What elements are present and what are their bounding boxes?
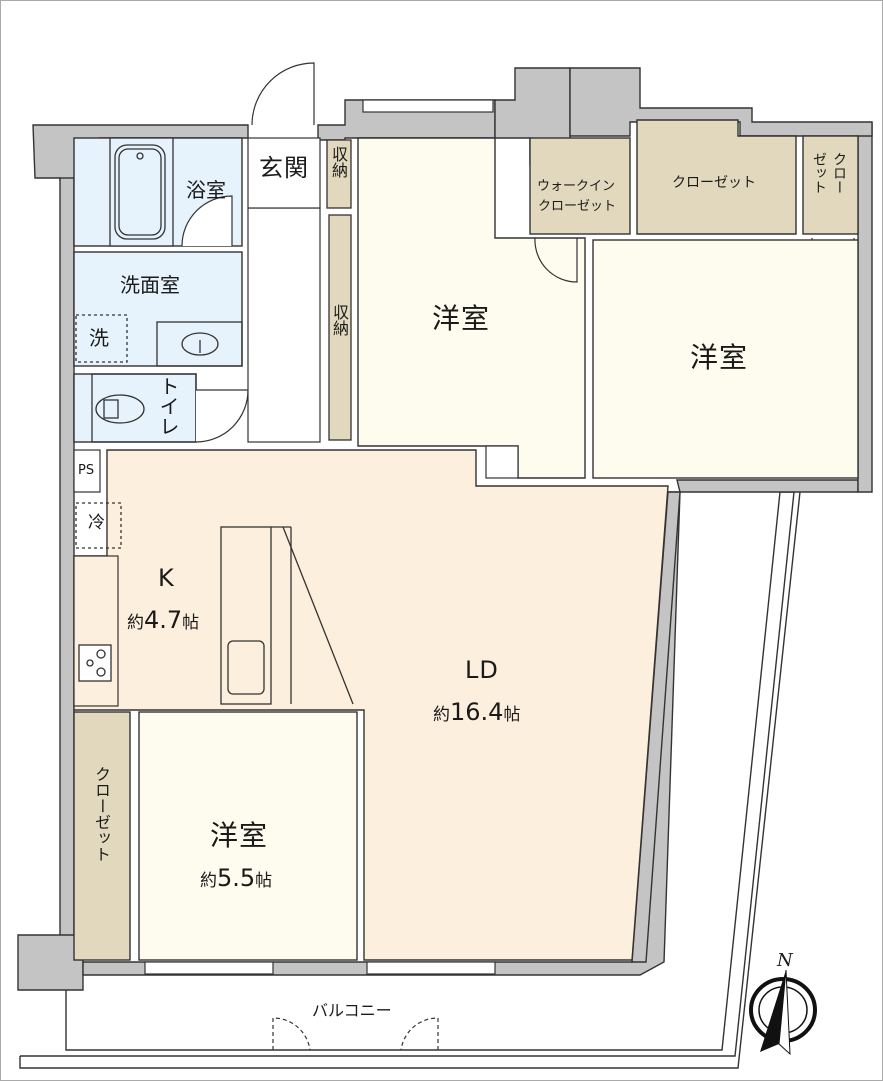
front-door [251, 62, 315, 126]
wic-label-1: ウォークイン [537, 179, 616, 194]
washer-space [75, 314, 128, 363]
ld-label: LD [465, 656, 499, 684]
toilet-door [195, 389, 249, 443]
windows [144, 99, 496, 975]
storage-hall-label: 収納 [330, 304, 349, 336]
kitchen-counter [220, 526, 354, 705]
storage-entrance-label: 収納 [329, 146, 348, 178]
closet-sw-floor [73, 711, 131, 961]
ld-area: 約16.4帖 [433, 698, 521, 726]
hallway [247, 207, 321, 443]
compass-icon [749, 969, 817, 1056]
sink-icon [156, 321, 243, 367]
bedroom-nw-label: 洋室 [432, 302, 491, 335]
exterior-walls [17, 67, 873, 991]
stove-icon [78, 644, 112, 682]
entrance-label: 玄関 [259, 154, 309, 182]
closet-ne-label-2: ゼット [811, 152, 827, 194]
wic-label-2: クローゼット [538, 199, 617, 214]
kitchen-label: K [158, 564, 175, 592]
closet-north-label: クローゼット [672, 175, 756, 191]
closets-north [529, 119, 859, 235]
bedroom-nw-floor [357, 137, 586, 479]
fridge-space [75, 502, 122, 549]
ps-label: PS [78, 463, 95, 478]
bedroom-ne-floor [592, 239, 859, 479]
bath-label: 浴室 [186, 178, 226, 202]
compass-north-label: N [777, 950, 793, 971]
bedroom-ne-label: 洋室 [690, 341, 749, 374]
bedroom-s-area: 約5.5帖 [200, 864, 273, 892]
closet-sw-label: クローゼット [92, 766, 111, 862]
balcony-doors [272, 1017, 439, 1051]
toilet-label: トイレ [156, 376, 180, 436]
washroom-label: 洗面室 [120, 273, 180, 297]
washer-label: 洗 [89, 326, 109, 350]
bedroom-s-label: 洋室 [210, 819, 269, 852]
closet-ne-label-1: クロー [831, 152, 847, 194]
bedroom-s-floor [138, 711, 358, 961]
ps-box [73, 449, 101, 493]
storage-blocks [326, 139, 352, 441]
bathtub-icon [109, 137, 174, 247]
fridge-label: 冷 [88, 513, 105, 533]
kitchen-area: 約4.7帖 [127, 606, 200, 634]
entrance-area [247, 137, 321, 209]
balcony-label: バルコニー [312, 1001, 392, 1020]
bath-door [181, 195, 233, 247]
